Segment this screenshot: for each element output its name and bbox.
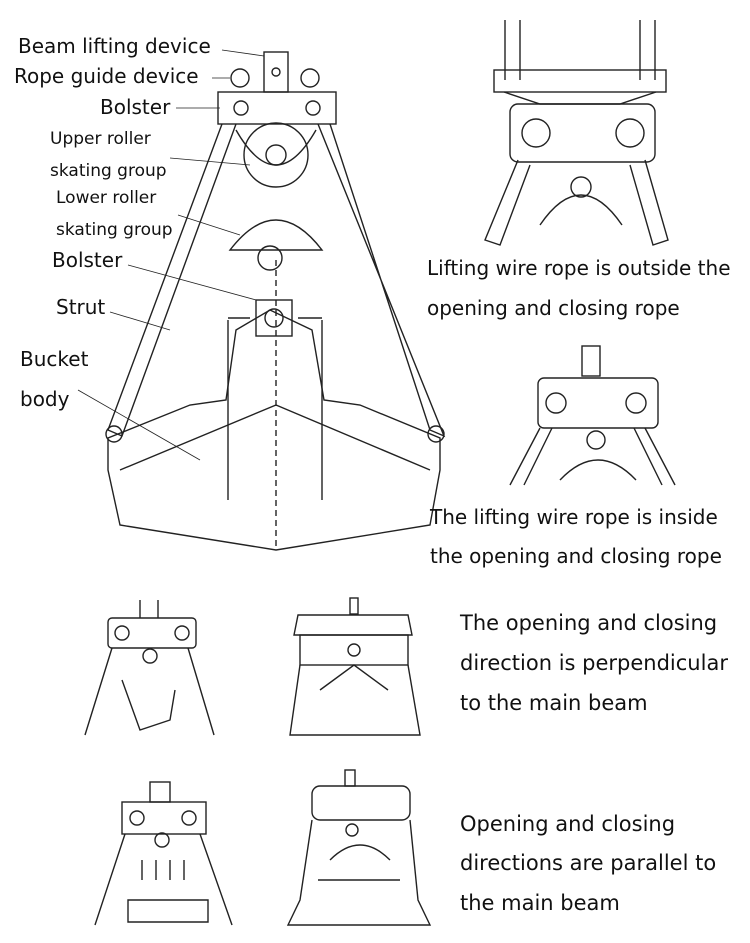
leader-lines: [77, 49, 265, 461]
caption-parallel-line-3: the main beam: [460, 891, 620, 915]
caption-inside-line-1: The lifting wire rope is inside: [430, 505, 718, 529]
label-lower-roller-skating-group: skating group: [56, 220, 173, 240]
caption-perpendicular-line-2: direction is perpendicular: [460, 651, 728, 675]
caption-parallel-line-2: directions are parallel to: [460, 851, 717, 875]
variant-parallel-drawing: [94, 769, 432, 926]
label-bolster-lower: Bolster: [52, 248, 123, 272]
variant-perpendicular-drawing: [84, 597, 421, 736]
label-bucket: Bucket: [20, 347, 89, 371]
label-lower-roller: Lower roller: [56, 188, 157, 208]
caption-inside-line-2: the opening and closing rope: [430, 544, 722, 568]
variant-inside-drawing: [509, 345, 676, 486]
caption-perpendicular-line-1: The opening and closing: [460, 611, 718, 635]
label-upper-roller-skating-group: skating group: [50, 161, 167, 181]
label-bucket-body: body: [20, 387, 70, 411]
caption-outside-line-1: Lifting wire rope is outside the: [427, 256, 731, 280]
caption-perpendicular-line-3: to the main beam: [460, 691, 648, 715]
label-bolster-top: Bolster: [100, 95, 171, 119]
caption-parallel-line-1: Opening and closing: [460, 812, 676, 836]
main-grab-drawing: [105, 51, 446, 551]
label-rope-guide-device: Rope guide device: [14, 64, 199, 88]
label-upper-roller: Upper roller: [50, 129, 151, 149]
label-beam-lifting-device: Beam lifting device: [18, 34, 211, 58]
variant-outside-drawing: [484, 20, 669, 246]
caption-outside-line-2: opening and closing rope: [427, 296, 680, 320]
label-strut: Strut: [56, 295, 106, 319]
